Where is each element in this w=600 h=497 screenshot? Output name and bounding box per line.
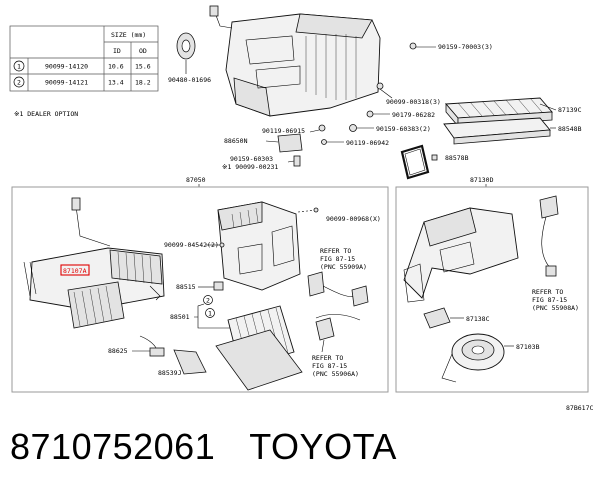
label-87107A-highlighted: 87107A [63, 267, 87, 275]
lower-case [215, 329, 303, 391]
ref1-line3: (PNC 55909A) [320, 263, 367, 271]
right-box-frame [395, 186, 589, 393]
part-caption: 8710752061 TOYOTA [10, 426, 397, 468]
highlight-87107A: 87107A [60, 264, 90, 276]
right-ref-line1: REFER TO [532, 288, 563, 296]
size-row-1-marker: 1 [17, 63, 21, 71]
label-90119-06915: 90119-06915 [262, 127, 305, 135]
label-90159-60383: 90159-60383(2) [376, 125, 431, 133]
resistor-87138 [423, 307, 451, 329]
right-ref-line2: FIG 87-15 [532, 296, 567, 304]
label-90159-70003: 90159-70003(3) [438, 43, 493, 51]
label-87103B: 87103B [516, 343, 540, 351]
size-row-2-marker: 2 [17, 79, 21, 87]
label-90099-04542: 90099-04542(2) [164, 241, 219, 249]
ref1-line2: FIG 87-15 [320, 255, 355, 263]
size-table-header: SIZE (mm) [111, 31, 146, 39]
heater-core-assembly [23, 197, 165, 329]
size-row-1-part: 90099-14120 [45, 63, 88, 71]
hvac-housing-top [209, 5, 381, 117]
label-90480-01696: 90480-01696 [168, 76, 211, 84]
label-90179-06282: 90179-06282 [392, 111, 435, 119]
right-ref-line3: (PNC 55908A) [532, 304, 579, 312]
size-row-2-part: 90099-14121 [45, 79, 88, 87]
size-table-col-id: ID [113, 47, 121, 55]
label-90099-00318: 90099-00318(3) [386, 98, 441, 106]
size-row-2-od: 18.2 [135, 79, 151, 87]
part-number: 8710752061 [10, 426, 216, 467]
label-88539J: 88539J [158, 369, 182, 377]
brand-name: TOYOTA [249, 426, 397, 467]
size-row-2-id: 13.4 [108, 79, 124, 87]
hose-marker-1: 1 [208, 310, 212, 318]
label-88625: 88625 [108, 347, 128, 355]
ref2-line3: (PNC 55906A) [312, 370, 359, 378]
size-row-1-od: 15.6 [135, 63, 151, 71]
label-88515: 88515 [176, 283, 196, 291]
label-87139C: 87139C [558, 106, 582, 114]
size-table: SIZE (mm) ID OD 1 90099-14120 10.6 15.6 … [9, 25, 159, 92]
label-88501: 88501 [170, 313, 190, 321]
right-box-title: 87130D [470, 176, 494, 184]
diagram-code: 87B617C [566, 404, 593, 412]
dealer-option-note: ※1 DEALER OPTION [14, 110, 78, 118]
left-box-frame [11, 186, 389, 393]
actuator-wiring [307, 271, 369, 353]
hose-88539 [173, 349, 207, 375]
seal-88578 [400, 144, 430, 180]
filter-88548 [443, 117, 551, 145]
label-90099-00968: 90099-00968(X) [326, 215, 381, 223]
sensor-88625 [139, 335, 165, 357]
blower-housing [403, 207, 519, 303]
label-90159-60303: 90159-60303 [230, 155, 273, 163]
ref1-line1: REFER TO [320, 247, 351, 255]
blower-motor [441, 333, 505, 383]
label-87138C: 87138C [466, 315, 490, 323]
hvac-housing-main [217, 201, 301, 291]
ref2-line2: FIG 87-15 [312, 362, 347, 370]
ecu-88650 [277, 133, 303, 153]
size-row-1-id: 10.6 [108, 63, 124, 71]
size-table-col-od: OD [139, 47, 147, 55]
label-88548B: 88548B [558, 125, 582, 133]
ref2-line1: REFER TO [312, 354, 343, 362]
label-88650N: 88650N [224, 137, 248, 145]
label-88578B: 88578B [445, 154, 469, 162]
left-box-title: 87050 [186, 176, 206, 184]
label-90099-00231: ※1 90099-00231 [222, 163, 278, 171]
hose-marker-2: 2 [206, 297, 210, 305]
label-90119-06942: 90119-06942 [346, 139, 389, 147]
drain-grommet [176, 32, 196, 60]
blower-wiring [539, 195, 559, 277]
